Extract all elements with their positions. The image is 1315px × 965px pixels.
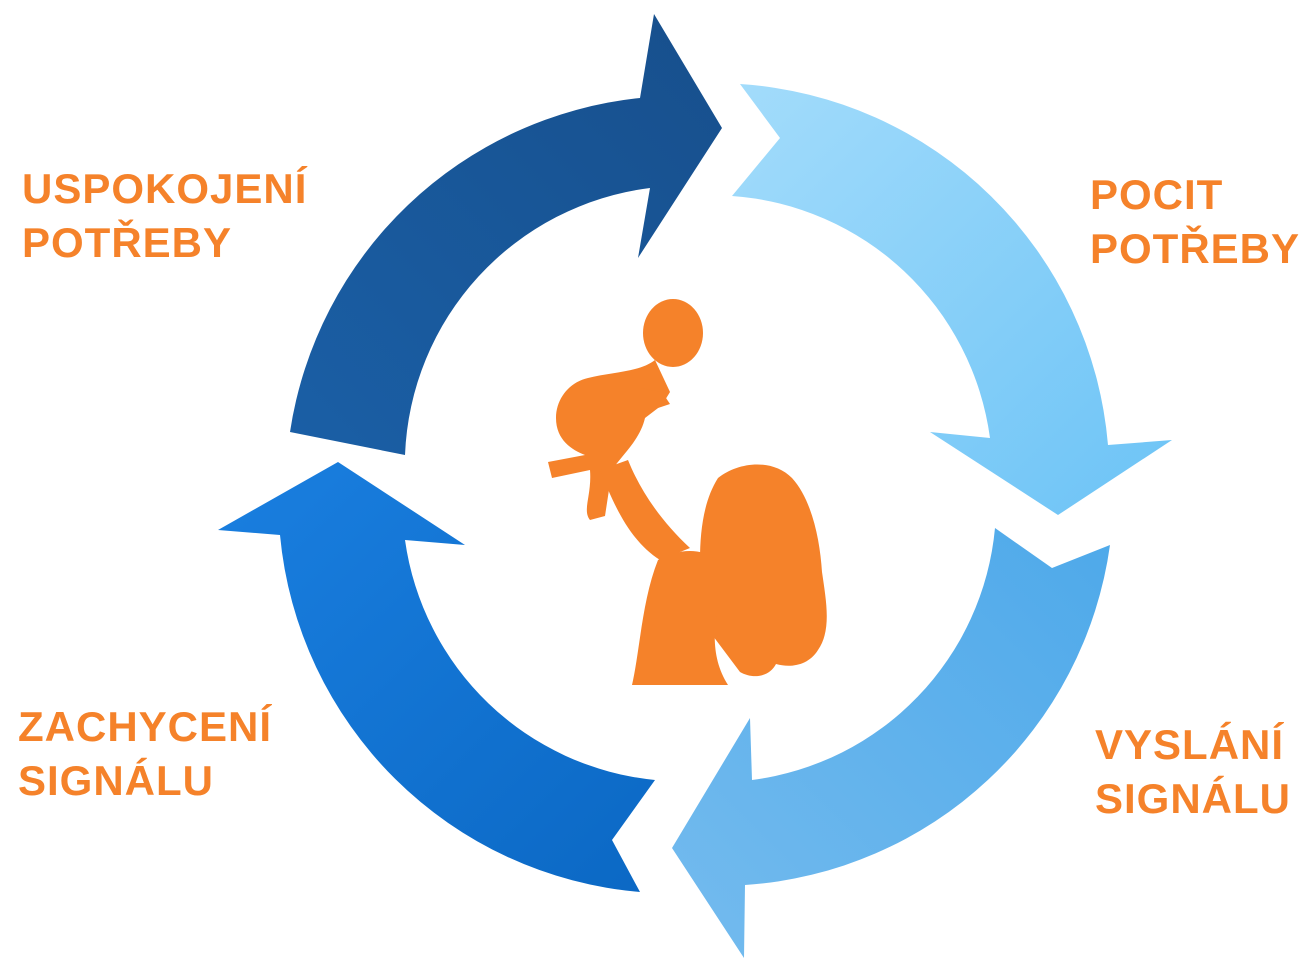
arrow-signal-catching (218, 462, 655, 892)
label-signal-catching-line1: ZACHYCENÍ (18, 703, 273, 750)
arrow-need-feeling (732, 84, 1172, 515)
label-need-satisfaction: USPOKOJENÍ POTŘEBY (22, 162, 307, 270)
arrow-signal-sending (672, 528, 1110, 958)
label-need-feeling: POCIT POTŘEBY (1090, 168, 1300, 276)
label-signal-sending: VYSLÁNÍ SIGNÁLU (1095, 718, 1291, 826)
label-need-satisfaction-line1: USPOKOJENÍ (22, 165, 308, 212)
label-need-satisfaction-line2: POTŘEBY (22, 219, 233, 266)
label-need-feeling-line2: POTŘEBY (1090, 225, 1301, 272)
arrow-satisfaction (290, 14, 722, 455)
label-signal-catching: ZACHYCENÍ SIGNÁLU (18, 700, 272, 808)
label-signal-catching-line2: SIGNÁLU (18, 757, 214, 804)
mother-baby-silhouette (548, 299, 827, 685)
label-signal-sending-line1: VYSLÁNÍ (1095, 721, 1285, 768)
label-signal-sending-line2: SIGNÁLU (1095, 775, 1291, 822)
label-need-feeling-line1: POCIT (1090, 171, 1224, 218)
